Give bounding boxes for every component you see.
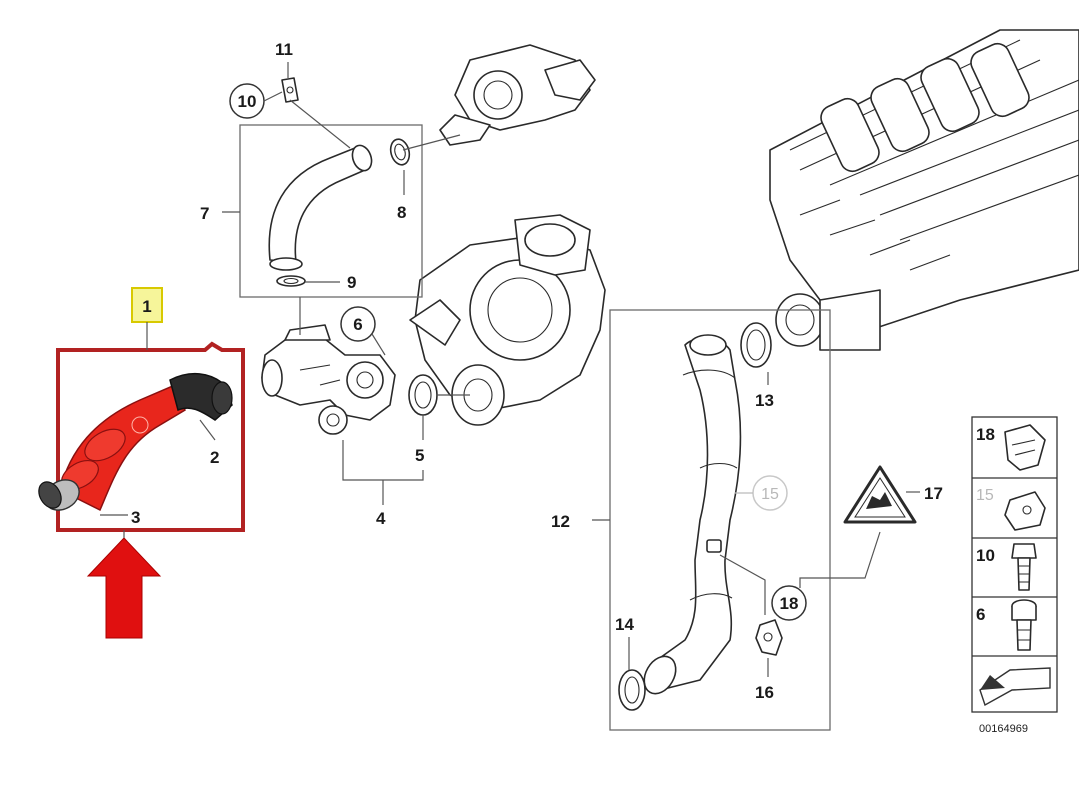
seal-ring-5 (408, 374, 438, 416)
warning-label-17 (843, 465, 917, 524)
callout-6: 6 (353, 315, 362, 334)
callout-6-badge: 6 (340, 306, 376, 342)
callout-7: 7 (200, 204, 209, 223)
callout-10: 10 (238, 92, 257, 111)
intake-manifold (769, 29, 1079, 351)
highlight-frame (56, 341, 245, 532)
callout-3: 3 (131, 508, 140, 527)
callout-15: 15 (761, 486, 779, 503)
legend-panel: 18 15 10 6 (971, 416, 1058, 713)
callout-5: 5 (415, 446, 424, 465)
seal-ring-8 (389, 138, 411, 166)
legend-label-6: 6 (976, 605, 985, 624)
pointer-arrow (86, 537, 162, 639)
valve-body-4 (261, 324, 396, 435)
main-turbocharger (409, 214, 606, 426)
small-turbocharger (439, 44, 596, 146)
sensor-16 (755, 619, 783, 656)
continuation-arrow-icon (979, 667, 1051, 707)
pipe-7 (268, 144, 373, 271)
hose-part-2-3 (38, 373, 233, 512)
clip-11 (281, 77, 299, 103)
legend-label-18: 18 (976, 425, 995, 444)
pipe-12 (643, 334, 742, 695)
callout-9: 9 (347, 273, 356, 292)
hex-socket-bolt-icon (1011, 599, 1037, 651)
callout-11: 11 (275, 40, 293, 59)
callout-1-badge: 1 (131, 287, 163, 323)
callout-13: 13 (755, 391, 774, 410)
callout-14: 14 (615, 615, 634, 634)
box-group-7 (239, 124, 423, 298)
callout-12: 12 (551, 512, 570, 531)
reference-code: 00164969 (979, 723, 1028, 735)
legend-label-15: 15 (976, 487, 994, 504)
seal-ring-14 (618, 669, 646, 711)
callout-8: 8 (397, 203, 406, 222)
callout-18: 18 (780, 594, 799, 613)
nut-clip-icon (1004, 491, 1046, 531)
clip-icon (1004, 424, 1046, 471)
gasket-9 (276, 275, 306, 287)
seal-ring-13 (740, 322, 772, 368)
callout-17: 17 (924, 484, 943, 503)
callout-1: 1 (142, 297, 151, 316)
callout-2: 2 (210, 448, 219, 467)
callout-18-badge: 18 (771, 585, 807, 621)
callout-15-badge: 15 (752, 475, 788, 511)
legend-label-10: 10 (976, 546, 995, 565)
callout-10-badge: 10 (229, 83, 265, 119)
callout-16: 16 (755, 683, 774, 702)
bolt-flange-icon (1011, 543, 1037, 591)
callout-4: 4 (376, 509, 386, 528)
